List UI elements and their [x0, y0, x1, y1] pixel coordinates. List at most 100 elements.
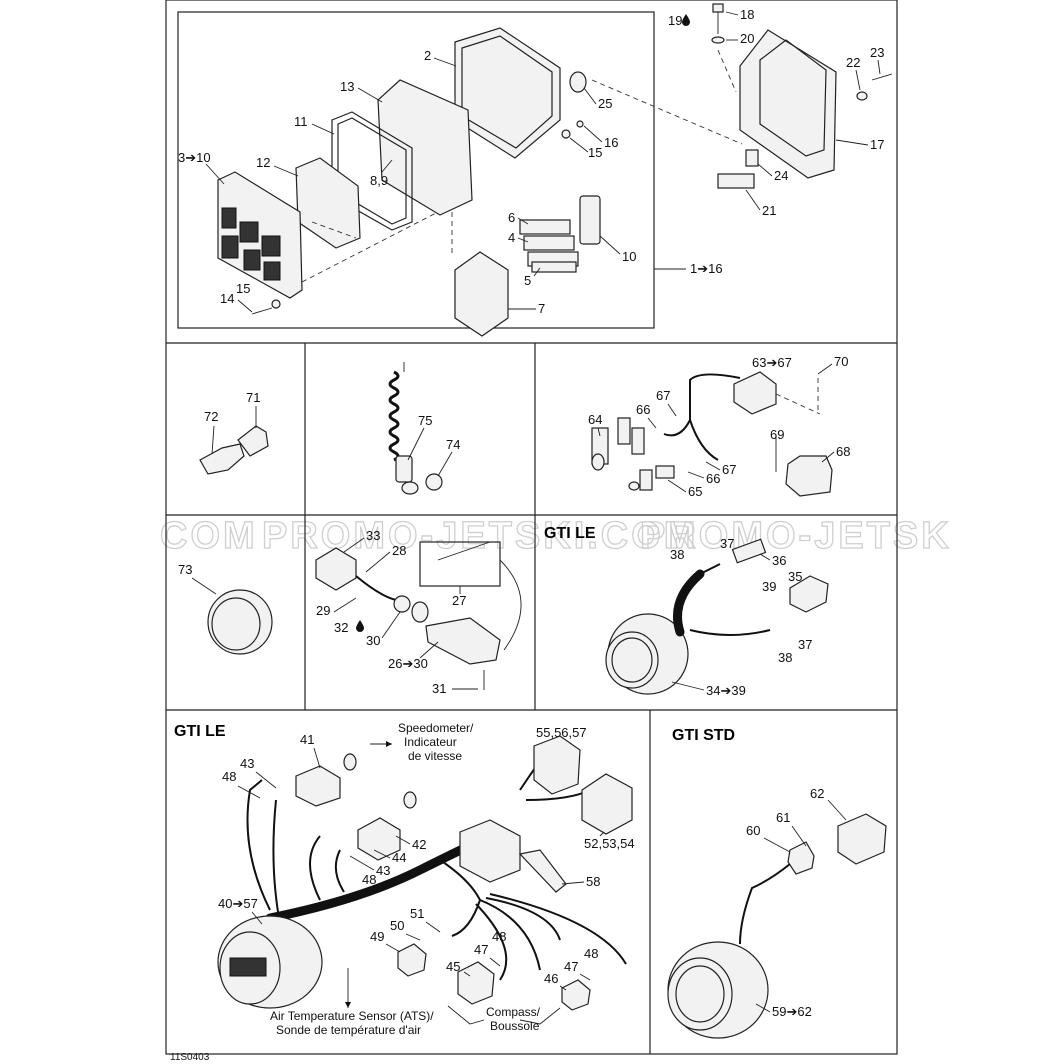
section-gti-std: GTI STD — [672, 727, 735, 744]
callout-5: 5 — [524, 273, 531, 288]
watermark-mid: PROMO-JETSKI.COM — [262, 515, 698, 557]
note-speedometer-1: Speedometer/ — [398, 721, 474, 735]
callout-58: 58 — [586, 874, 600, 889]
callout-72: 72 — [204, 409, 218, 424]
callout-59-62: 59➔62 — [772, 1004, 812, 1019]
callout-60: 60 — [746, 823, 760, 838]
callout-2: 2 — [424, 48, 431, 63]
callout-73: 73 — [178, 562, 192, 577]
callout-12: 12 — [256, 155, 270, 170]
callout-48b: 48 — [362, 872, 376, 887]
callout-27: 27 — [452, 593, 466, 608]
callout-14: 14 — [220, 291, 234, 306]
callout-47b: 47 — [564, 959, 578, 974]
callout-36: 36 — [772, 553, 786, 568]
callout-8-9: 8,9 — [370, 173, 388, 188]
callout-74: 74 — [446, 437, 460, 452]
callout-37a: 37 — [720, 536, 734, 551]
note-speedometer-3: de vitesse — [408, 749, 462, 763]
callout-21: 21 — [762, 203, 776, 218]
note-ats-2: Sonde de température d'air — [276, 1023, 421, 1037]
callout-69: 69 — [770, 427, 784, 442]
gti-std-assembly: GTI STD 62 61 60 59➔62 — [667, 727, 887, 1039]
callout-64: 64 — [588, 412, 602, 427]
note-compass-2: Boussole — [490, 1019, 540, 1033]
callout-67b: 67 — [722, 462, 736, 477]
callout-66a: 66 — [636, 402, 650, 417]
callout-33: 33 — [366, 528, 380, 543]
note-speedometer-2: Indicateur — [404, 735, 457, 749]
callout-35: 35 — [788, 569, 802, 584]
callout-25: 25 — [598, 96, 612, 111]
note-compass-1: Compass/ — [486, 1005, 541, 1019]
callout-67a: 67 — [656, 388, 670, 403]
watermark-right: PROMO-JETSK — [640, 515, 952, 557]
callout-51: 51 — [410, 906, 424, 921]
callout-48c: 48 — [492, 929, 506, 944]
callout-43a: 43 — [240, 756, 254, 771]
callout-62: 62 — [810, 786, 824, 801]
callout-32: 32 — [334, 620, 348, 635]
callout-48d: 48 — [584, 946, 598, 961]
ecm-subassembly-box — [177, 11, 655, 329]
callout-30: 30 — [366, 633, 380, 648]
callout-50: 50 — [390, 918, 404, 933]
bezel-ring-73: 73 — [178, 562, 273, 655]
callout-26-30: 26➔30 — [388, 656, 428, 671]
callout-1-16: 1➔16 — [690, 261, 723, 276]
panel-frame — [165, 0, 898, 1055]
oil-drop-icon-2 — [356, 620, 364, 632]
callout-65: 65 — [688, 484, 702, 499]
section-gti-le-harness: GTI LE — [174, 723, 226, 740]
sensor-assembly-26-33: 33 28 29 32 30 27 26➔30 31 — [315, 528, 522, 696]
sensor-71-72: 71 72 — [199, 390, 269, 475]
callout-61: 61 — [776, 810, 790, 825]
callout-6: 6 — [508, 210, 515, 225]
callout-24: 24 — [774, 168, 788, 183]
callout-43b: 43 — [376, 863, 390, 878]
gti-le-harness-assembly: GTI LE Speedometer/ Indicateur — [174, 721, 635, 1037]
callout-38b: 38 — [778, 650, 792, 665]
ecm-box-assembly — [217, 27, 743, 337]
callout-42: 42 — [412, 837, 426, 852]
callout-63-67: 63➔67 — [752, 355, 792, 370]
sensor-harness-63-70: 63➔67 70 67 66 64 69 68 67 66 65 — [588, 354, 850, 499]
callout-17: 17 — [870, 137, 884, 152]
gauge-assembly-34-39: GTI LE 38 37 36 35 39 37 38 34➔39 — [544, 525, 829, 698]
mounting-bracket — [711, 3, 893, 189]
callout-48a: 48 — [222, 769, 236, 784]
lanyard-74-75: 75 74 — [388, 362, 460, 495]
callout-15b: 15 — [588, 145, 602, 160]
section-gti-le-gauge: GTI LE — [544, 525, 596, 542]
callout-7: 7 — [538, 301, 545, 316]
callout-68: 68 — [836, 444, 850, 459]
callout-15a: 15 — [236, 281, 250, 296]
callout-29: 29 — [316, 603, 330, 618]
callout-66b: 66 — [706, 471, 720, 486]
callout-11: 11 — [294, 114, 308, 129]
callout-45: 45 — [446, 959, 460, 974]
callout-18: 18 — [740, 7, 754, 22]
callout-4: 4 — [508, 230, 515, 245]
callout-71: 71 — [246, 390, 260, 405]
callout-23: 23 — [870, 45, 884, 60]
callout-16: 16 — [604, 135, 618, 150]
callout-20: 20 — [740, 31, 754, 46]
callout-37b: 37 — [798, 637, 812, 652]
reference-code: 11S0403 — [170, 1052, 210, 1063]
callout-41: 41 — [300, 732, 314, 747]
callout-3-10: 3➔10 — [178, 150, 211, 165]
callout-44: 44 — [392, 850, 406, 865]
callout-52-54: 52,53,54 — [584, 836, 635, 851]
oil-drop-icon — [682, 14, 690, 26]
callout-19: 19 — [668, 13, 682, 28]
ecm-callouts: 2 13 11 3➔10 12 8,9 15 14 25 16 15 6 4 5… — [178, 7, 884, 316]
watermark-left: COM — [160, 515, 258, 557]
callout-49: 49 — [370, 929, 384, 944]
callout-22: 22 — [846, 55, 860, 70]
callout-34-39: 34➔39 — [706, 683, 746, 698]
callout-75: 75 — [418, 413, 432, 428]
callout-47a: 47 — [474, 942, 488, 957]
callout-70: 70 — [834, 354, 848, 369]
